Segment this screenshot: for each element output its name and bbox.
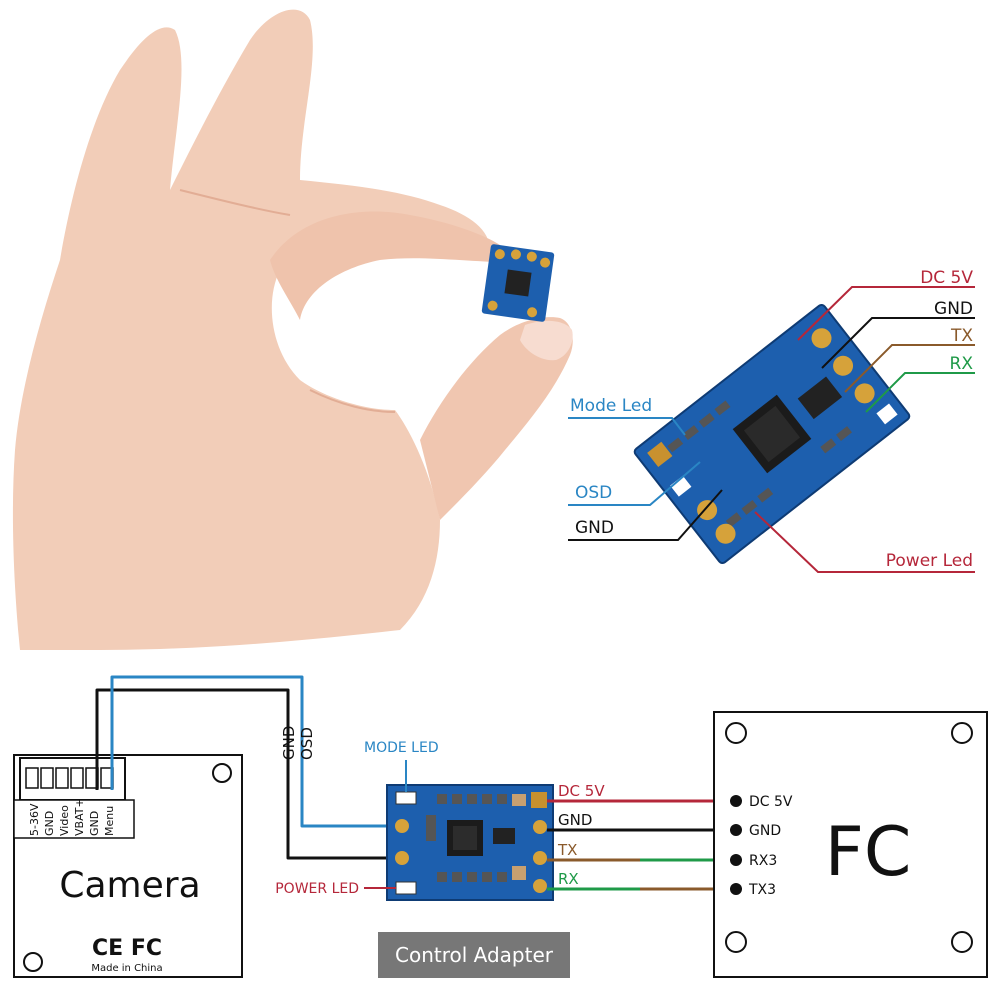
camera-wires — [95, 675, 393, 860]
camera-pin-1: 5-36V — [28, 803, 41, 836]
adapter-mode-led — [395, 791, 417, 805]
camera-title: Camera — [59, 865, 200, 906]
wire-label-osd: OSD — [298, 727, 316, 760]
adapter-label-gnd: GND — [558, 811, 592, 829]
fc-hole-br — [951, 931, 973, 953]
label-dc5v: DC 5V — [920, 268, 973, 288]
line-tx — [844, 344, 975, 393]
adapter-pad-gnd-left — [395, 851, 409, 865]
adapter-label-rx: RX — [558, 870, 579, 888]
camera-hole-top-right — [212, 763, 232, 783]
fc-hole-tl — [725, 722, 747, 744]
camera-pin-2: GND — [43, 811, 56, 836]
adapter-led-callouts — [364, 760, 407, 889]
adapter-board — [386, 784, 554, 901]
small-board-in-hand — [481, 244, 555, 322]
adapter-pad-dc5v — [531, 792, 547, 808]
line-mode-led — [568, 417, 686, 436]
adapter-pad-tx — [533, 851, 547, 865]
fc-pad-rx3 — [730, 854, 742, 866]
camera-ce-fc: CE FC — [92, 936, 162, 961]
finger-crease — [179, 189, 291, 216]
fc-pin-gnd: GND — [749, 823, 781, 839]
adapter-label-power-led: POWER LED — [275, 881, 359, 897]
fc-pin-rx3: RX3 — [749, 853, 777, 869]
adapter-pad-osd — [395, 819, 409, 833]
label-osd: OSD — [575, 483, 612, 503]
label-gnd-left: GND — [575, 518, 614, 538]
fc-box: DC 5V GND RX3 TX3 FC — [713, 711, 988, 978]
label-gnd: GND — [934, 299, 973, 319]
camera-pin-labels: 5-36V GND Video VBAT+ GND Menu — [28, 798, 116, 836]
line-power-led — [754, 511, 975, 573]
label-rx: RX — [950, 354, 974, 374]
camera-hole-bottom-left — [23, 952, 43, 972]
fc-pad-tx3 — [730, 883, 742, 895]
top-callout-lines — [568, 286, 975, 573]
top-callout-labels: DC 5V GND TX RX Mode Led OSD GND Power L… — [570, 268, 973, 571]
fc-pad-gnd — [730, 824, 742, 836]
wire-labels: GND OSD — [280, 726, 316, 760]
caption-text: Control Adapter — [395, 943, 554, 967]
adapter-label-dc5v: DC 5V — [558, 782, 605, 800]
top-board — [633, 303, 911, 565]
label-mode-led: Mode Led — [570, 396, 652, 416]
camera-pin-3: Video — [58, 805, 71, 836]
fc-hole-bl — [725, 931, 747, 953]
finger-crease-2 — [309, 389, 396, 413]
caption-box — [378, 932, 570, 978]
wire-label-gnd: GND — [280, 726, 298, 760]
fc-pin-tx3: TX3 — [748, 882, 776, 898]
hand-photo — [12, 9, 573, 651]
line-osd — [568, 461, 701, 506]
label-power-led: Power Led — [886, 551, 973, 571]
adapter-caption: Control Adapter — [378, 932, 570, 978]
wire-gnd-black — [95, 688, 393, 860]
camera-made-in: Made in China — [91, 963, 162, 974]
adapter-label-mode-led: MODE LED — [364, 740, 439, 756]
line-gnd — [821, 317, 975, 369]
hand-palm — [12, 9, 491, 651]
adapter-power-led — [395, 881, 417, 895]
fc-title: FC — [825, 813, 912, 892]
adapter-label-tx: TX — [557, 841, 577, 859]
hand-index-finger — [270, 211, 505, 320]
label-tx: TX — [950, 326, 973, 346]
camera-pin-6: Menu — [103, 806, 116, 836]
fc-hole-tr — [951, 722, 973, 744]
thumb-nail — [520, 320, 573, 361]
camera-pin-4: VBAT+ — [73, 798, 86, 836]
adapter-wire-labels: DC 5V GND TX RX — [557, 782, 605, 888]
fc-pad-dc5v — [730, 795, 742, 807]
line-rx — [865, 372, 975, 413]
camera-box: 5-36V GND Video VBAT+ GND Menu Camera CE… — [13, 754, 243, 978]
fc-outline — [713, 711, 988, 978]
adapter-pad-gnd — [533, 820, 547, 834]
line-dc5v — [797, 286, 975, 341]
fc-pin-dc5v: DC 5V — [749, 794, 793, 810]
camera-pin-5: GND — [88, 811, 101, 836]
wire-osd-blue — [110, 675, 393, 828]
hand-thumb — [420, 317, 573, 520]
adapter-pad-rx — [533, 879, 547, 893]
line-gnd-left — [568, 489, 723, 541]
